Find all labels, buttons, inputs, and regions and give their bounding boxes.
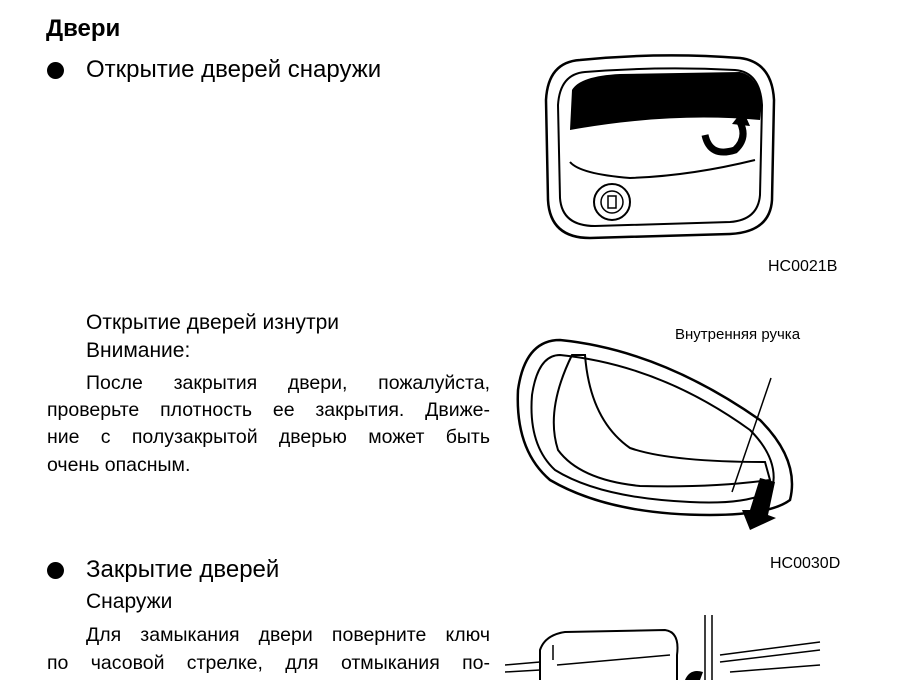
warning-line: После закрытия двери, пожалуйста, bbox=[86, 372, 490, 394]
inside-handle-label: Внутренняя ручка bbox=[675, 326, 801, 343]
warning-line: проверьте плотность ее закрытия. Движе- bbox=[47, 399, 490, 421]
warning-label: Внимание: bbox=[86, 339, 191, 362]
figure-code-1: HC0021B bbox=[768, 258, 838, 275]
page-title: Двери bbox=[46, 15, 121, 42]
lock-illustration bbox=[505, 615, 821, 680]
section-heading-inside: Открытие дверей изнутри bbox=[86, 311, 340, 334]
section-heading-outside: Открытие дверей снаружи bbox=[86, 56, 382, 83]
warning-line: очень опасным. bbox=[47, 454, 191, 476]
warning-line: ние с полузакрытой дверью может быть bbox=[47, 426, 490, 448]
outside-handle-illustration bbox=[544, 54, 776, 240]
closing-line: по часовой стрелке, для отмыкания по- bbox=[47, 652, 490, 674]
inside-handle-illustration bbox=[516, 338, 794, 530]
section-heading-closing: Закрытие дверей bbox=[86, 556, 280, 583]
bullet-icon bbox=[47, 562, 64, 579]
bullet-icon bbox=[47, 62, 64, 79]
subheading-outside: Снаружи bbox=[86, 590, 173, 613]
figure-code-2: HC0030D bbox=[770, 555, 841, 572]
closing-line: Для замыкания двери поверните ключ bbox=[86, 624, 490, 646]
